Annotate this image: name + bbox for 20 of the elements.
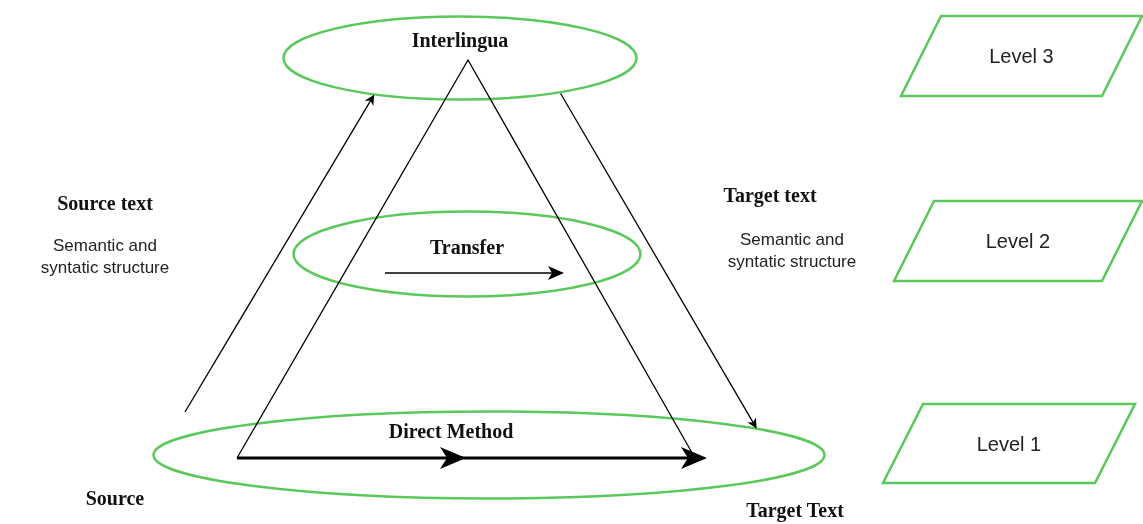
level-ellipse [282,15,638,101]
endpoint-label: Target Text [745,498,845,523]
arrow [184,94,375,413]
node-label: Direct Method [388,420,514,443]
description-text: Semantic and syntatic structure [726,229,858,274]
section-heading: Source text [56,191,154,216]
node-label: Interlingua [411,29,509,52]
node-label: Transfer [429,236,505,259]
level-parallelogram [882,403,1136,484]
arrow [559,92,757,429]
endpoint-label: Source [84,486,146,511]
node-label: Level 1 [976,432,1042,455]
node-label: Level 3 [989,44,1054,68]
level-ellipse [152,410,826,500]
description-text: Semantic and syntatic structure [39,235,171,280]
node-label: Level 2 [985,229,1051,253]
section-heading: Target text [722,183,818,208]
level-parallelogram [900,15,1143,97]
level-parallelogram [893,200,1143,282]
level-ellipse [292,210,642,298]
